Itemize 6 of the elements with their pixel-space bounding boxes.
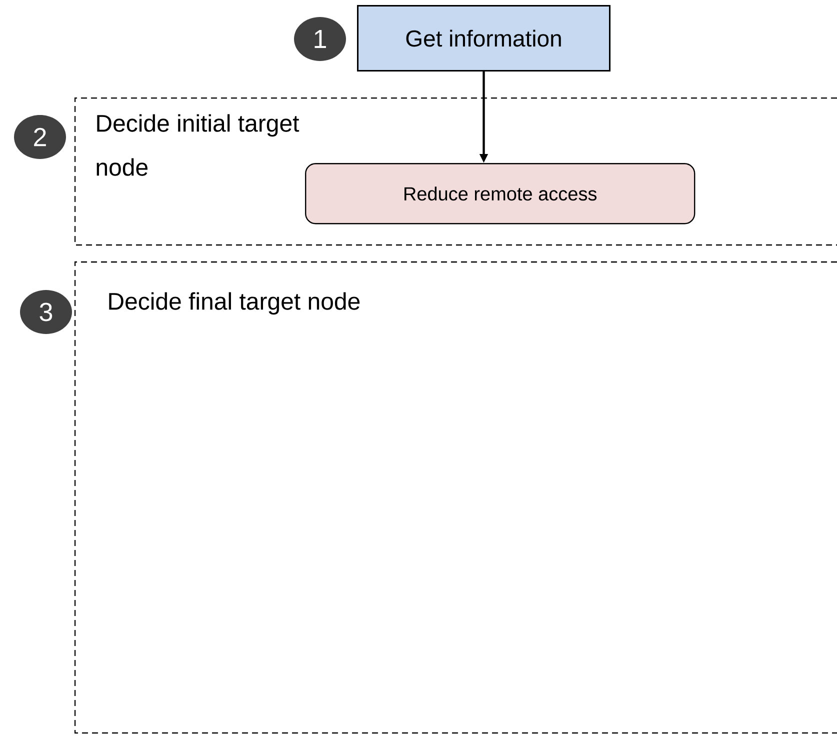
step-badge: 2: [14, 115, 66, 159]
step-badge: 3: [20, 290, 72, 334]
dashed-band: Decide final target node: [74, 261, 837, 734]
process-box: Reduce remote access: [305, 163, 696, 224]
process-box: Get information: [357, 5, 610, 72]
step-badge: 1: [294, 17, 346, 61]
